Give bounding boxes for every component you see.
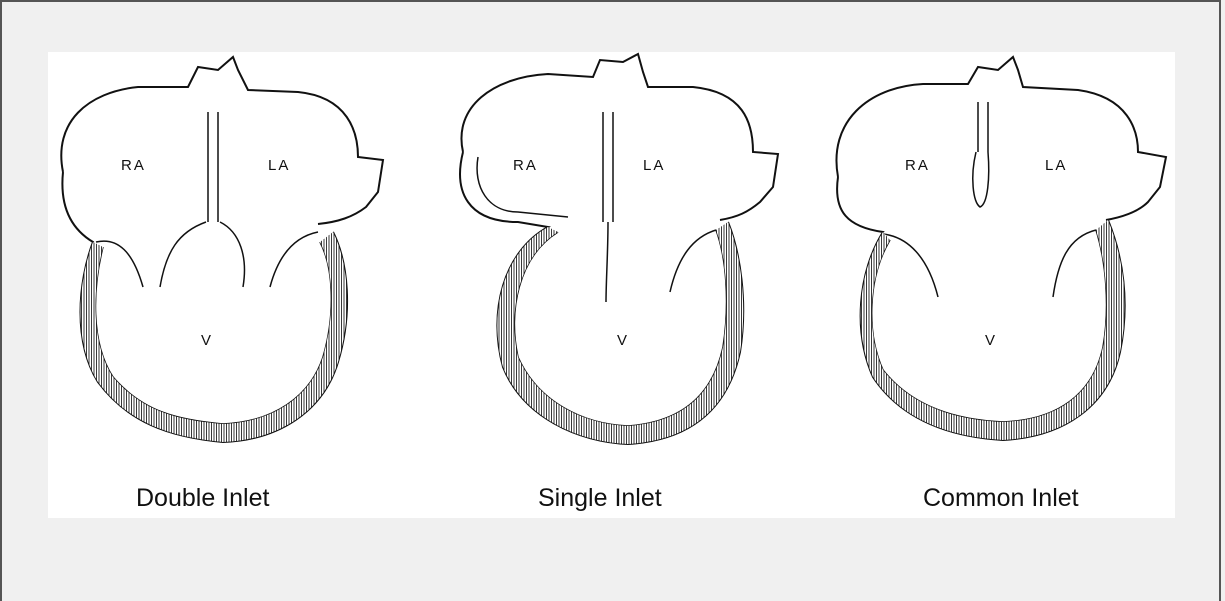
label-v: V <box>985 332 997 349</box>
caption-double-inlet: Double Inlet <box>136 484 269 513</box>
ventricle-wall <box>81 232 348 442</box>
label-la: LA <box>643 157 665 174</box>
heart-diagrams <box>48 52 1175 518</box>
label-v: V <box>617 332 629 349</box>
label-v: V <box>201 332 213 349</box>
label-la: LA <box>1045 157 1067 174</box>
diagram-canvas: RA LA V Double Inlet RA LA V Single Inle… <box>48 52 1175 518</box>
label-ra: RA <box>905 157 930 174</box>
caption-common-inlet: Common Inlet <box>923 484 1079 513</box>
label-ra: RA <box>121 157 146 174</box>
label-ra: RA <box>513 157 538 174</box>
caption-single-inlet: Single Inlet <box>538 484 662 513</box>
label-la: LA <box>268 157 290 174</box>
